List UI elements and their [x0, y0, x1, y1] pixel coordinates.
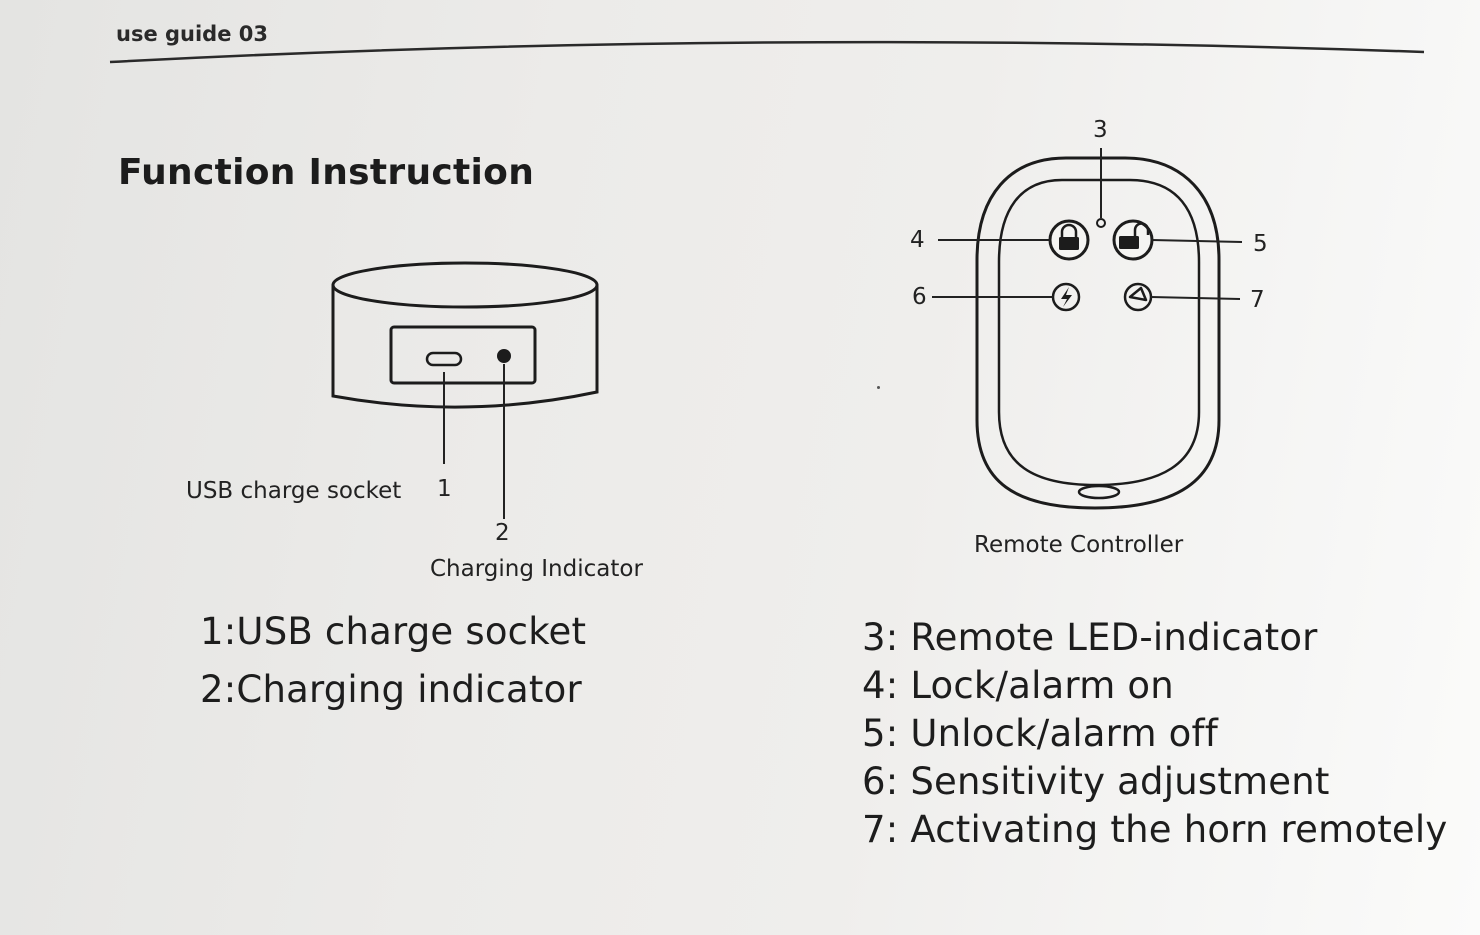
charger-port-panel — [389, 325, 537, 385]
callout-3: 3 — [1093, 117, 1108, 143]
print-speck — [877, 386, 880, 389]
lock-button — [1048, 219, 1090, 261]
callout-5: 5 — [1253, 231, 1268, 257]
callout-4: 4 — [910, 227, 925, 253]
horn-icon — [1128, 286, 1148, 302]
header-rule — [109, 40, 1425, 64]
unlock-icon — [1119, 222, 1150, 249]
callout-6: 6 — [912, 284, 927, 310]
usb-socket-number: 1 — [437, 476, 452, 502]
remote-desc-5: 5: Unlock/alarm off — [862, 712, 1218, 755]
charger-desc-1: 1:USB charge socket — [200, 610, 587, 653]
charger-device — [331, 261, 599, 409]
remote-desc-3: 3: Remote LED-indicator — [862, 616, 1318, 659]
horn-callout-line — [1150, 296, 1241, 300]
remote-outer-shell — [975, 156, 1221, 510]
keyring-slot — [1077, 484, 1121, 500]
remote-device — [975, 156, 1221, 510]
page-title: Function Instruction — [118, 152, 535, 193]
charging-indicator-number: 2 — [495, 520, 510, 546]
usb-c-port-icon — [425, 351, 463, 367]
remote-desc-4: 4: Lock/alarm on — [862, 664, 1174, 707]
remote-desc-6: 6: Sensitivity adjustment — [862, 760, 1330, 803]
charging-indicator-label: Charging Indicator — [430, 556, 643, 582]
remote-caption: Remote Controller — [974, 532, 1184, 558]
unlock-button — [1112, 219, 1154, 261]
horn-button — [1123, 282, 1153, 312]
charger-desc-2: 2:Charging indicator — [200, 668, 582, 711]
header-text: use guide 03 — [116, 22, 268, 46]
sensitivity-button — [1051, 282, 1081, 312]
charging-indicator-dot — [497, 349, 511, 363]
callout-7: 7 — [1250, 287, 1265, 313]
remote-desc-7: 7: Activating the horn remotely — [862, 808, 1448, 851]
lightning-icon — [1061, 287, 1072, 307]
usb-socket-label: USB charge socket — [186, 478, 402, 504]
remote-led-indicator — [1096, 218, 1106, 228]
unlock-callout-line — [1151, 239, 1243, 243]
lock-icon — [1059, 223, 1079, 250]
